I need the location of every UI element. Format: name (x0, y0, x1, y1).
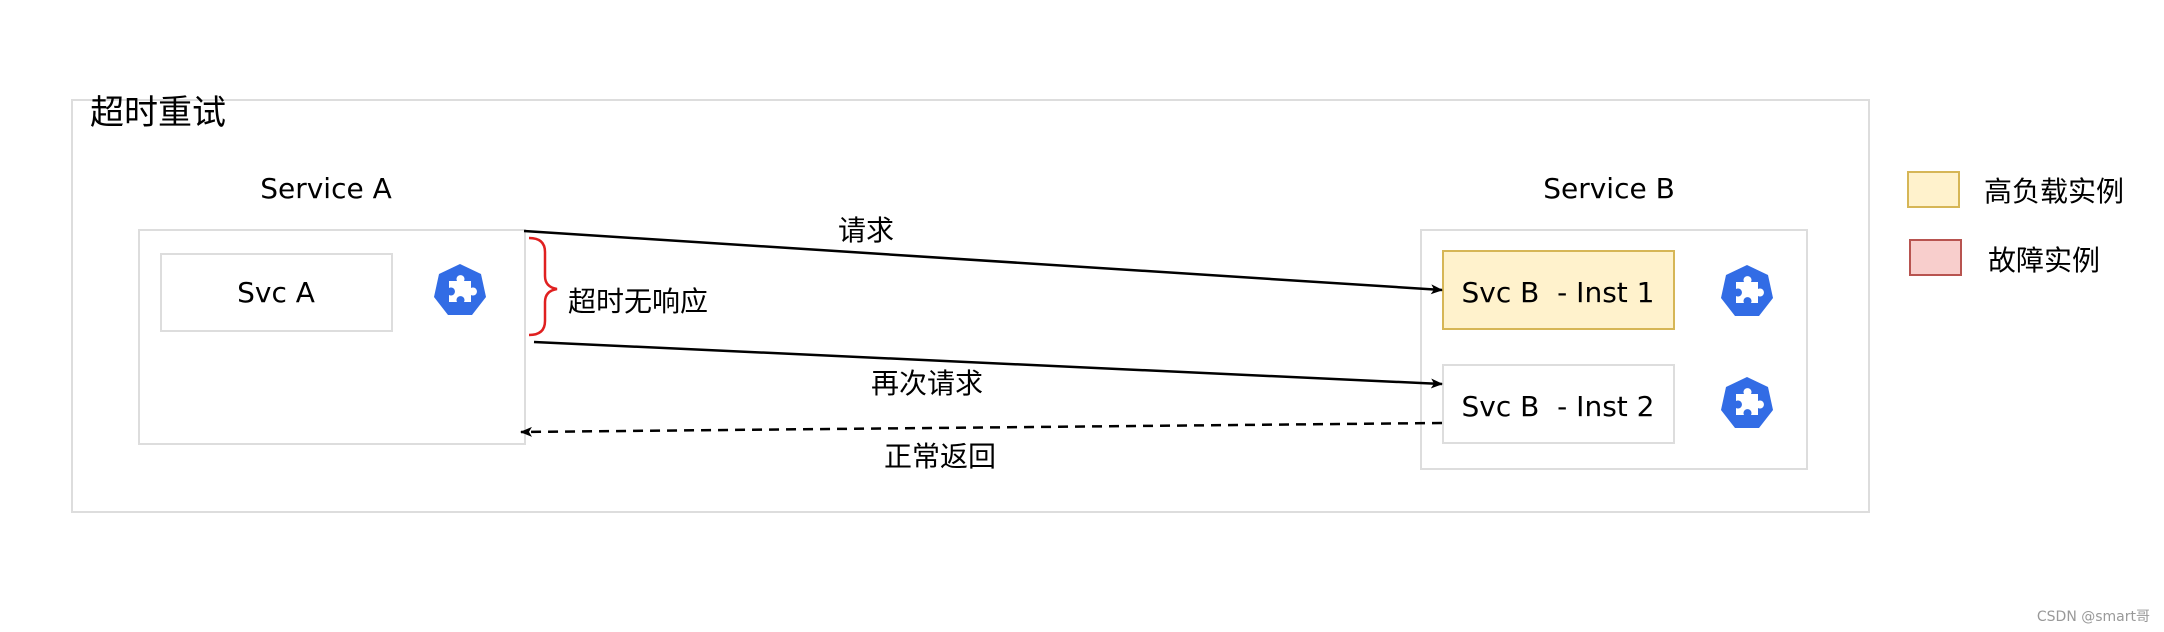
k8s-puzzle-icon (1721, 377, 1773, 428)
retry-arrow (533, 340, 1443, 389)
service-b-container (1420, 229, 1808, 470)
svc-b-inst-2-label: Svc B - Inst 2 (1462, 390, 1655, 423)
svc-b-inst-2-box (1442, 364, 1675, 444)
timeout-brace (528, 236, 558, 337)
diagram-title: 超时重试 (90, 93, 226, 133)
svc-b-inst-1-box (1442, 250, 1675, 330)
svc-b-inst-1-label: Svc B - Inst 1 (1462, 276, 1655, 309)
legend-fault-swatch (1909, 239, 1962, 276)
outer-frame (71, 99, 1870, 513)
request-arrow (523, 229, 1443, 295)
k8s-puzzle-icon (434, 264, 486, 315)
request-label: 请求 (838, 214, 894, 247)
svc-a-box (160, 253, 393, 332)
normal-return-label: 正常返回 (884, 440, 996, 473)
service-a-label: Service A (260, 172, 392, 205)
k8s-puzzle-icon (1721, 265, 1773, 316)
service-b-label: Service B (1543, 172, 1675, 205)
svc-a-label: Svc A (237, 276, 315, 309)
retry-label: 再次请求 (871, 367, 983, 400)
timeout-label: 超时无响应 (568, 285, 708, 318)
legend-fault-label: 故障实例 (1988, 244, 2100, 277)
normal-return-arrow (520, 421, 1443, 437)
legend-high-load-swatch (1907, 171, 1960, 208)
service-a-container (138, 229, 526, 445)
watermark: CSDN @smart哥 (2037, 609, 2150, 625)
legend-high-load-label: 高负载实例 (1984, 175, 2124, 208)
